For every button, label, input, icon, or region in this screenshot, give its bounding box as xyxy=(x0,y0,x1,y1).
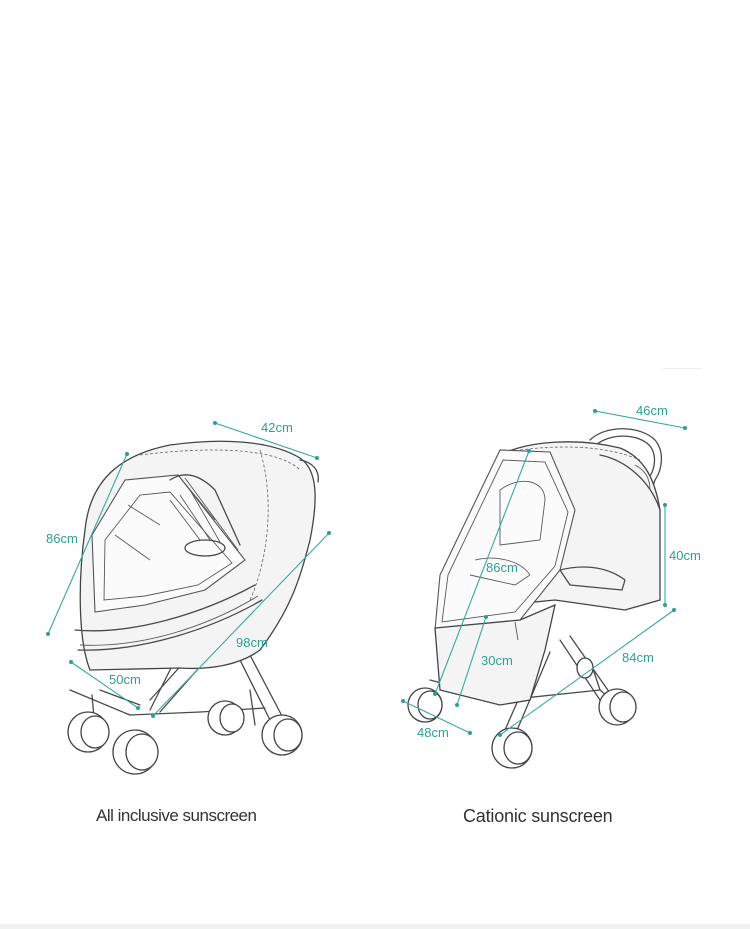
dim-left-width: 42cm xyxy=(261,420,293,435)
dim-right-height-side: 40cm xyxy=(669,548,701,563)
stroller-right-wheels xyxy=(407,657,637,769)
footer-strip xyxy=(0,924,750,929)
dim-left-depth: 98cm xyxy=(236,635,268,650)
stroller-left-cover xyxy=(74,440,319,671)
stroller-right-cover xyxy=(434,441,661,706)
dim-right-lower: 30cm xyxy=(481,653,513,668)
stroller-right-dimensions xyxy=(401,409,687,737)
dim-right-depth: 84cm xyxy=(622,650,654,665)
dim-right-width: 46cm xyxy=(636,403,668,418)
divider-mark xyxy=(663,368,701,369)
dim-right-bottom: 48cm xyxy=(417,725,449,740)
stroller-left-dimensions xyxy=(46,421,331,718)
dim-right-height-front: 86cm xyxy=(486,560,518,575)
dim-left-bottom: 50cm xyxy=(109,672,141,687)
dim-left-height: 86cm xyxy=(46,531,78,546)
caption-cationic: Cationic sunscreen xyxy=(463,806,613,826)
stroller-left-wheels xyxy=(67,700,303,775)
caption-all-inclusive: All inclusive sunscreen xyxy=(96,806,257,825)
